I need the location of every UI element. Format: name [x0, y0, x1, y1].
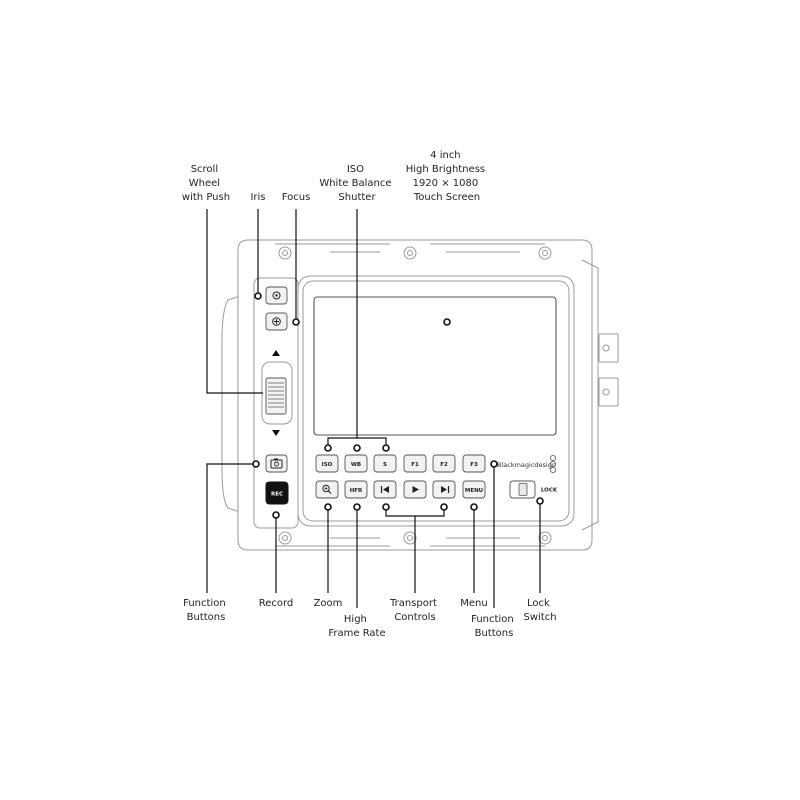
label-scroll-wheel: Scroll Wheel with Push	[182, 164, 230, 203]
iris-icon	[272, 291, 281, 300]
focus-icon	[272, 317, 281, 326]
touch-screen[interactable]	[313, 296, 557, 436]
f3-button[interactable]: F3	[462, 454, 486, 473]
callout-dot-touch-screen	[443, 318, 451, 326]
shutter-button[interactable]: S	[373, 454, 397, 473]
skip-back-icon	[380, 486, 389, 493]
zoom-button[interactable]	[315, 480, 339, 499]
f1-button[interactable]: F1	[403, 454, 427, 473]
label-function-buttons-right: Function Buttons	[471, 614, 517, 639]
play-button[interactable]	[403, 480, 427, 499]
camera-icon	[270, 458, 283, 469]
skip-back-button[interactable]	[373, 480, 397, 499]
label-lock-switch: Lock Switch	[523, 598, 556, 623]
callout-dot-zoom	[324, 503, 332, 511]
shutter-button-label: S	[383, 462, 387, 468]
callout-dot-wb	[353, 444, 361, 452]
label-zoom: Zoom	[314, 598, 343, 609]
iso-button-label: ISO	[322, 462, 333, 468]
iso-button[interactable]: ISO	[315, 454, 339, 473]
label-high-frame-rate: High Frame Rate	[328, 614, 385, 639]
wb-button-label: WB	[351, 462, 361, 468]
callout-dot-shutter	[382, 444, 390, 452]
skip-forward-icon	[441, 486, 450, 493]
iris-button[interactable]	[265, 286, 288, 305]
callout-dot-focus	[292, 318, 300, 326]
callout-dot-menu	[470, 503, 478, 511]
lock-switch-label: LOCK	[541, 488, 558, 494]
hfr-button-label: HFR	[350, 488, 363, 494]
label-function-buttons-left: Function Buttons	[183, 598, 229, 623]
triangle-down-icon	[272, 430, 280, 436]
f2-button[interactable]: F2	[432, 454, 456, 473]
triangle-up-icon	[272, 350, 280, 356]
menu-button[interactable]: MENU	[462, 480, 486, 499]
label-menu: Menu	[460, 598, 487, 609]
callout-dot-skip-back	[382, 503, 390, 511]
magnifier-plus-icon	[322, 484, 332, 494]
callout-dot-function-left	[252, 460, 260, 468]
f1-button-label: F1	[411, 462, 419, 468]
label-record: Record	[259, 598, 294, 609]
skip-forward-button[interactable]	[432, 480, 456, 499]
white-balance-button[interactable]: WB	[344, 454, 368, 473]
callout-dot-record	[272, 511, 280, 519]
callout-dot-lock	[536, 497, 544, 505]
brand-logo-text: Blackmagicdesign	[497, 461, 556, 469]
callout-dot-iris	[254, 292, 262, 300]
brand-indicator-circles	[550, 454, 557, 473]
record-button[interactable]: REC	[265, 481, 289, 505]
label-focus: Focus	[282, 192, 311, 203]
f2-button-label: F2	[440, 462, 448, 468]
callout-lines	[206, 209, 541, 608]
label-touch-screen: 4 inch High Brightness 1920 × 1080 Touch…	[406, 150, 489, 203]
focus-button[interactable]	[265, 312, 288, 331]
f3-button-label: F3	[470, 462, 478, 468]
rec-label: REC	[271, 492, 283, 498]
lock-switch[interactable]	[509, 480, 536, 499]
label-iris: Iris	[250, 192, 265, 203]
play-icon	[412, 486, 419, 493]
scroll-wheel[interactable]	[261, 361, 293, 425]
hfr-button[interactable]: HFR	[344, 480, 368, 499]
callout-dot-function-right	[490, 460, 498, 468]
label-iso-wb-shutter: ISO White Balance Shutter	[319, 164, 394, 203]
callout-dot-hfr	[353, 503, 361, 511]
function-button-camera[interactable]	[265, 454, 288, 473]
callout-dot-skip-forward	[440, 503, 448, 511]
label-transport-controls: Transport Controls	[389, 598, 440, 623]
callout-dot-iso	[324, 444, 332, 452]
menu-button-label: MENU	[465, 488, 483, 494]
